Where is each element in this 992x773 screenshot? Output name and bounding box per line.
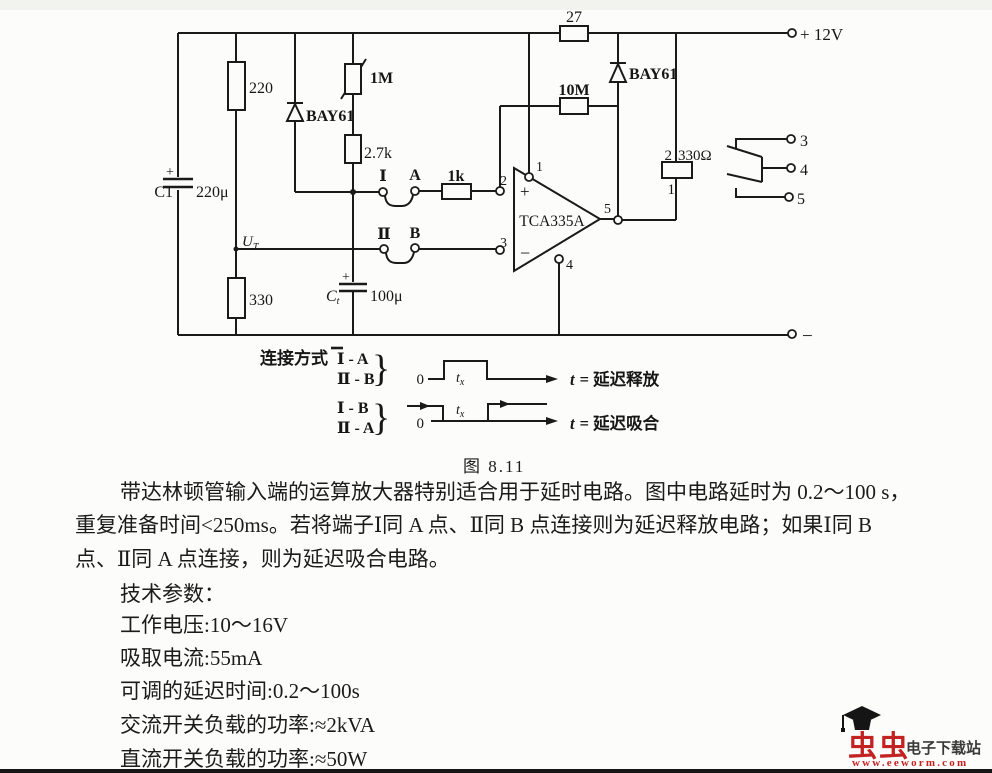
label-pin2: 2 [500,174,507,189]
scan-bottom-edge [0,769,992,773]
label-r220: 220 [249,80,273,97]
switch-blade-1 [384,194,414,207]
label-pin4: 4 [566,258,573,273]
label-pin5: 5 [604,202,611,217]
waveform-delay-pullin: 0 tx t= 延迟吸合 [407,400,660,433]
wf2-result: t= 延迟吸合 [570,413,660,433]
diodes [285,61,628,122]
label-term-1: Ⅰ [379,168,386,185]
label-supply-pos: + 12V [800,25,844,44]
label-coil-term1: 1 [668,182,676,198]
label-ct-plus: + [342,270,350,285]
terminal-labels: Ⅰ A Ⅱ B 1 2 3 4 5 3 4 5 [377,133,808,273]
spec-item: 工作电压:10～16V [120,613,288,637]
figure-caption: 图 8.11 [463,457,526,476]
legend-pair1b: Ⅱ - B [337,371,375,388]
logo-url: www.eeworm.com [852,757,969,769]
label-pin1: 1 [536,160,543,175]
label-pin3: 3 [500,236,507,251]
paragraph-line: 带达林顿管输入端的运算放大器特别适合用于延时电路。图中电路延时为 0.2～100… [120,480,911,504]
label-ct-value: 100μ [370,288,403,305]
wf2-zero: 0 [417,416,425,432]
wf2-tx: tx [456,403,465,420]
label-contact-5: 5 [797,191,805,208]
spec-item: 交流开关负载的功率:≈2kVA [120,713,375,737]
legend-brace-2: } [372,397,390,439]
terminal-circles [233,28,797,339]
label-pot-1m: 1M [370,70,393,87]
logo-site: 电子下载站 [906,741,982,757]
logo-name: 虫虫 [848,731,911,763]
scan-artifact-band [0,0,992,10]
opamp-minus-sign: − [520,243,530,263]
relay-coil [661,161,693,179]
label-r1k: 1k [448,168,465,185]
wf1-result: t= 延迟释放 [570,369,660,389]
label-r27: 27 [566,9,582,26]
label-c1: C1 [154,184,173,201]
component-labels: 27 + 12V − 220 BAY61 1M 2.7k 1k 10M BAY6… [154,9,844,347]
label-r10m: 10M [558,82,589,99]
wf1-zero: 0 [417,372,425,388]
capacitor-ct-plates [339,282,367,293]
paragraph-line: 点、Ⅱ同 A 点连接，则为延迟吸合电路。 [75,547,450,571]
specs-title: 技术参数： [120,582,225,606]
label-term-2: Ⅱ [377,226,390,243]
paragraph-line: 重复准备时间<250ms。若将端子Ⅰ同 A 点、Ⅱ同 B 点连接则为延迟释放电路… [75,513,872,537]
resistors [227,25,693,319]
label-c1-plus: + [166,165,174,180]
legend-brace-1: } [372,348,390,390]
opamp-plus-sign: + [520,182,530,201]
label-ct: Ct [326,288,340,307]
label-r330: 330 [249,292,273,309]
label-term-b: B [410,225,421,242]
label-r2k7: 2.7k [364,145,392,162]
label-coil-term2: 2 [665,148,673,164]
switch-blade-2 [385,251,415,264]
label-term-a: A [409,167,421,184]
opamp-type-label: TCA335A [519,213,585,230]
legend-pair1a: Ⅰ - A [337,351,369,368]
waveform-delay-release: 0 tx t= 延迟释放 [417,360,660,389]
spec-item: 可调的延迟时间:0.2～100s [120,679,360,703]
wf1-tx: tx [456,371,465,388]
opamp: + − TCA335A [513,166,602,273]
legend-title: 连接方式 [260,348,328,368]
label-diode-left: BAY61 [306,108,354,125]
label-diode-right: BAY61 [629,66,677,83]
capacitor-c1-plates [163,177,193,189]
legend-pair2b: Ⅱ - A [337,420,375,437]
label-supply-neg: − [802,326,813,347]
connection-legend: 连接方式 Ⅰ - A Ⅱ - B } Ⅰ - B Ⅱ - A } 0 tx t=… [260,348,660,439]
label-contact-4: 4 [800,162,808,179]
spec-item: 吸取电流:55mA [120,646,263,670]
spec-item: 直流开关负载的功率:≈50W [120,747,368,771]
label-coil-value: 330Ω [678,148,712,164]
graduation-cap-icon [841,706,881,732]
label-contact-3: 3 [800,133,808,150]
label-c1-value: 220μ [196,184,229,201]
delay-circuit-schematic: + − TCA335A 27 + 12V − 220 BAY61 1M 2.7k… [154,9,844,439]
label-ut: UT [242,234,260,253]
eeworm-logo: 虫虫 电子下载站 www.eeworm.com [830,693,992,771]
legend-pair2a: Ⅰ - B [337,400,369,417]
